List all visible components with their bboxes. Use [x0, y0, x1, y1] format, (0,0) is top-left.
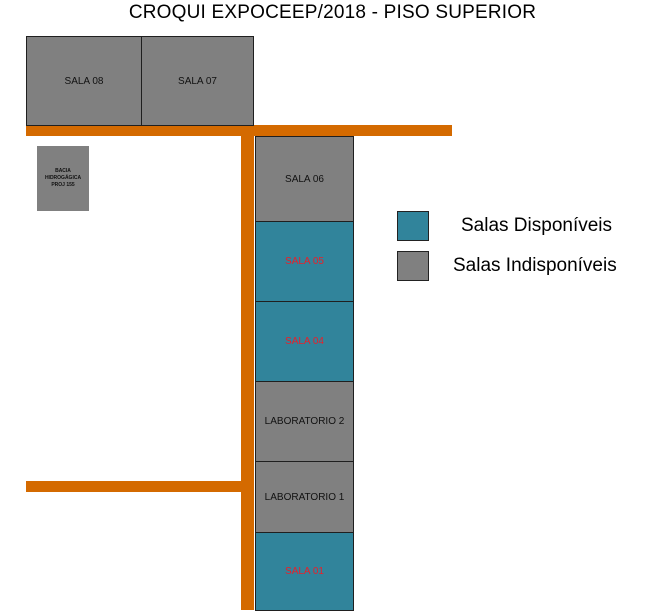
room-bacia-hidrografica: BACIA HIDROGÁGICA PROJ 155 [37, 146, 89, 211]
room-laboratorio-2: LABORATORIO 2 [255, 381, 354, 462]
room-label: SALA 07 [178, 75, 217, 87]
legend-label-available: Salas Disponíveis [461, 215, 613, 236]
room-label: LABORATORIO 2 [264, 416, 345, 427]
room-sala-08: SALA 08 [26, 36, 142, 126]
room-sala-07: SALA 07 [141, 36, 254, 126]
legend-swatch-available [397, 211, 429, 241]
legend-available: Salas Disponíveis [397, 211, 612, 241]
legend-swatch-unavailable [397, 251, 429, 281]
room-label: LABORATORIO 1 [264, 491, 345, 503]
corridor-lower [26, 481, 254, 492]
floor-plan-title: CROQUI EXPOCEEP/2018 - PISO SUPERIOR [128, 2, 537, 23]
room-sala-04: SALA 04 [255, 301, 354, 382]
room-laboratorio-1: LABORATORIO 1 [255, 461, 354, 533]
corridor-top [26, 125, 452, 136]
room-label: SALA 06 [285, 173, 324, 185]
legend-label-unavailable: Salas Indisponíveis [453, 255, 617, 276]
room-label: SALA 01 [285, 566, 324, 577]
room-label: SALA 04 [285, 336, 324, 347]
room-sala-06: SALA 06 [255, 136, 354, 222]
room-sala-01: SALA 01 [255, 532, 354, 611]
room-sala-05: SALA 05 [255, 221, 354, 302]
room-label: SALA 08 [64, 75, 104, 87]
room-label: SALA 05 [285, 256, 324, 267]
room-label: BACIA HIDROGÁGICA PROJ 155 [44, 168, 82, 188]
legend-unavailable: Salas Indisponíveis [397, 251, 617, 281]
corridor-vertical [241, 125, 254, 610]
